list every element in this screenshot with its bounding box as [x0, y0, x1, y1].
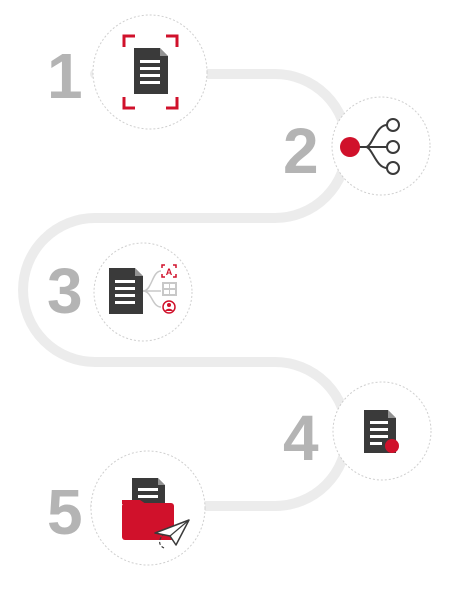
step-3-number: 3: [47, 255, 83, 327]
step-1-number: 1: [47, 40, 83, 112]
document-scan-icon: [122, 34, 179, 110]
document-extraction-icon: A: [109, 264, 177, 314]
step-4-number: 4: [283, 402, 319, 474]
branching-nodes-icon: [340, 118, 400, 175]
step-1: 1: [47, 14, 208, 130]
folder-send-icon: [122, 478, 190, 549]
step-2-number: 2: [283, 115, 319, 187]
step-2: 2: [283, 96, 431, 196]
step-3-field-letter: A: [166, 267, 173, 277]
document-badge-icon: [364, 410, 399, 453]
step-5: 5: [47, 450, 206, 566]
step-5-number: 5: [47, 476, 83, 548]
step-3: 3 A: [47, 242, 193, 342]
step-4: 4: [283, 381, 432, 481]
